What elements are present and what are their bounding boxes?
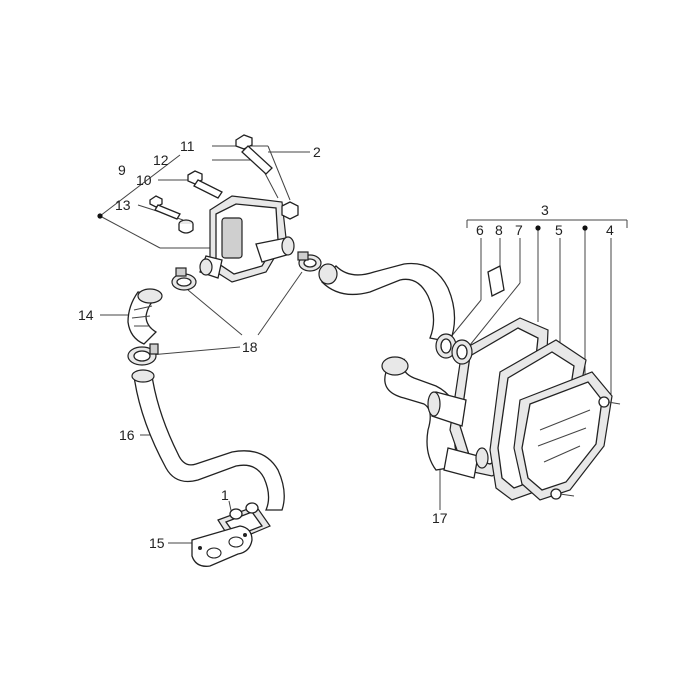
callout-9: 9 <box>118 162 126 178</box>
callout-1: 1 <box>221 487 229 503</box>
callout-16: 16 <box>119 427 135 443</box>
callout-3: 3 <box>541 202 549 218</box>
callout-14: 14 <box>78 307 94 323</box>
part-9-valve-body <box>199 195 299 283</box>
callout-17: 17 <box>432 510 448 526</box>
part-13-spacer <box>178 219 194 234</box>
connecting-hose-upper <box>318 262 456 343</box>
part-18-clamps <box>127 251 322 366</box>
callout-7: 7 <box>515 222 523 238</box>
part-15-gasket <box>191 525 253 567</box>
part-16-long-hose <box>131 369 285 511</box>
kit-markers <box>97 213 588 231</box>
part-14-elbow-hose <box>127 288 163 345</box>
callout-12: 12 <box>153 152 169 168</box>
part-3-valve-assembly <box>427 265 621 501</box>
callout-4: 4 <box>606 222 614 238</box>
callout-5: 5 <box>555 222 563 238</box>
callout-15: 15 <box>149 535 165 551</box>
callout-11: 11 <box>180 138 195 154</box>
callout-labels: 1 2 3 4 5 6 7 8 9 10 11 12 13 14 15 16 1… <box>78 138 614 551</box>
callout-6: 6 <box>476 222 484 238</box>
callout-2: 2 <box>313 144 321 160</box>
part-10-bolt <box>187 170 223 199</box>
callout-18: 18 <box>242 339 258 355</box>
callout-13: 13 <box>115 197 131 213</box>
callout-8: 8 <box>495 222 503 238</box>
part-12-bolt <box>149 195 181 220</box>
callout-10: 10 <box>136 172 152 188</box>
part-2-bolt <box>235 134 273 175</box>
